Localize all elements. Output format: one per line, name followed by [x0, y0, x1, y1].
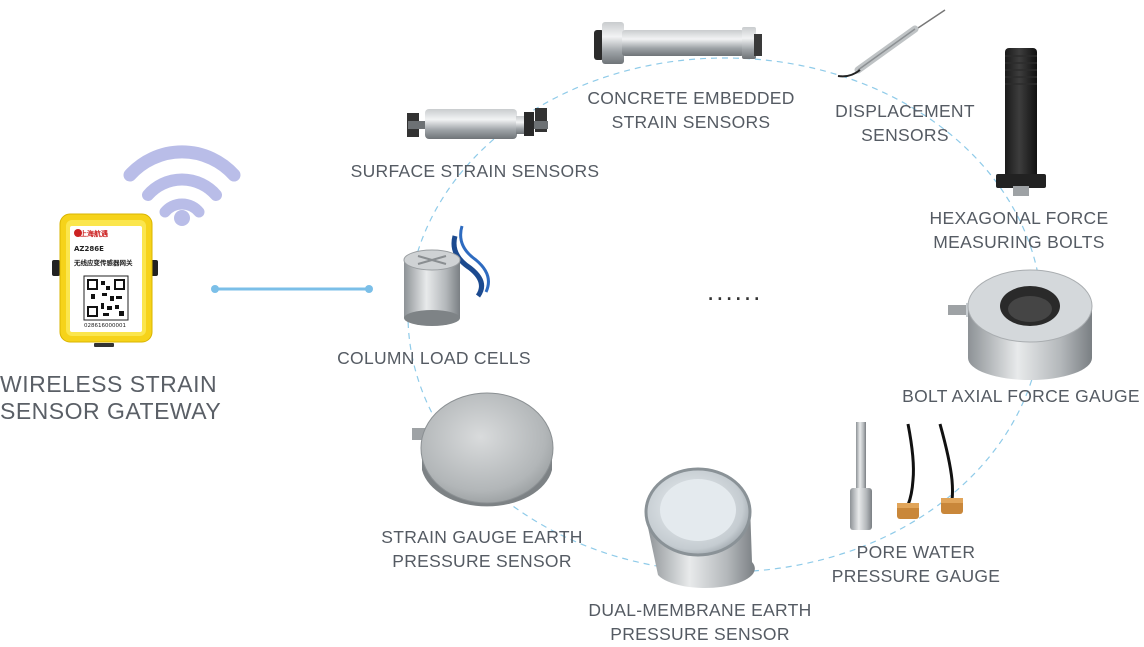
hexagonal-bolt-icon [996, 48, 1046, 196]
label-line: MEASURING BOLTS [933, 232, 1105, 252]
label-line: COLUMN LOAD CELLS [337, 348, 531, 368]
label-line: BOLT AXIAL FORCE GAUGE [902, 386, 1140, 406]
surface-strain-sensor-icon [407, 108, 548, 139]
label-line: PORE WATER [856, 542, 976, 562]
label-bolt-axial-force-gauge: BOLT AXIAL FORCE GAUGE [898, 384, 1144, 408]
label-column-load-cells: COLUMN LOAD CELLS [326, 346, 542, 370]
bolt-axial-force-gauge-icon [948, 269, 1093, 380]
label-hexagonal-force-measuring-bolts: HEXAGONAL FORCE MEASURING BOLTS [915, 206, 1123, 254]
gateway-title-line2: SENSOR GATEWAY [0, 398, 222, 424]
column-load-cell-icon [403, 225, 490, 326]
device-brand: 上海航遇 [80, 230, 108, 238]
label-strain-gauge-earth-pressure-sensor: STRAIN GAUGE EARTH PRESSURE SENSOR [360, 525, 604, 573]
label-line: SENSORS [861, 125, 949, 145]
gateway-title-line1: WIRELESS STRAIN [0, 371, 218, 397]
label-line: CONCRETE EMBEDDED [587, 88, 795, 108]
more-sensors-ellipsis: ...... [707, 276, 763, 306]
gateway-link [211, 285, 373, 293]
wifi-icon [123, 145, 241, 226]
device-serial: 028616000001 [84, 323, 126, 329]
label-line: DUAL-MEMBRANE EARTH [588, 600, 812, 620]
displacement-sensor-icon [837, 9, 946, 78]
qr-code-icon [83, 275, 129, 321]
gateway-title: WIRELESS STRAIN SENSOR GATEWAY [0, 371, 222, 425]
dual-membrane-earth-pressure-sensor-icon [644, 467, 755, 589]
pore-water-pressure-gauge-icon [850, 422, 963, 530]
label-dual-membrane-earth-pressure-sensor: DUAL-MEMBRANE EARTH PRESSURE SENSOR [570, 598, 830, 646]
concrete-embedded-strain-sensor-icon [594, 22, 762, 64]
device-description: 无线应变传感器网关 [74, 259, 133, 267]
label-line: DISPLACEMENT [835, 101, 975, 121]
label-surface-strain-sensors: SURFACE STRAIN SENSORS [340, 159, 610, 183]
label-concrete-embedded-strain-sensors: CONCRETE EMBEDDED STRAIN SENSORS [566, 86, 816, 134]
strain-gauge-earth-pressure-sensor-icon [412, 392, 554, 507]
label-line: PRESSURE SENSOR [392, 551, 572, 571]
label-line: STRAIN GAUGE EARTH [381, 527, 583, 547]
label-pore-water-pressure-gauge: PORE WATER PRESSURE GAUGE [816, 540, 1016, 588]
label-line: PRESSURE GAUGE [831, 566, 1001, 586]
label-line: PRESSURE SENSOR [610, 624, 790, 644]
device-model: AZ286E [74, 245, 104, 253]
label-displacement-sensors: DISPLACEMENT SENSORS [815, 99, 995, 147]
label-line: STRAIN SENSORS [611, 112, 771, 132]
label-line: HEXAGONAL FORCE [929, 208, 1109, 228]
gateway-device-icon [52, 213, 158, 347]
label-line: SURFACE STRAIN SENSORS [350, 161, 600, 181]
